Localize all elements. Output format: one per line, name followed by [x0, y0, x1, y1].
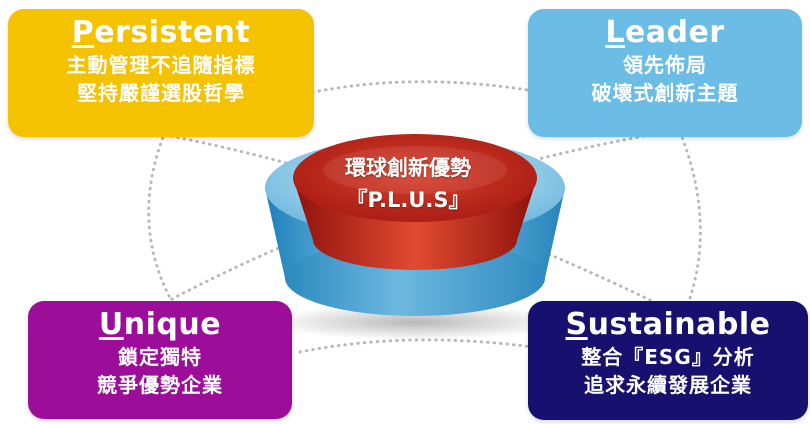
- connector-left: [147, 130, 172, 300]
- leader-title: Leader: [528, 15, 802, 51]
- disc-inner-highlight: [323, 146, 507, 194]
- leader-initial: L: [605, 15, 625, 50]
- leader-box: Leader 領先佈局 破壞式創新主題: [528, 9, 802, 137]
- persistent-initial: P: [71, 15, 95, 50]
- persistent-line-2: 堅持嚴謹選股哲學: [77, 81, 245, 105]
- sustainable-title: Sustainable: [528, 307, 808, 343]
- center-label: 環球創新優勢 『P.L.U.S』: [300, 152, 516, 216]
- leader-line-1: 領先佈局: [623, 53, 707, 77]
- disc-shadow: [265, 304, 565, 340]
- unique-initial: U: [98, 307, 124, 342]
- sustainable-title-rest: ustainable: [587, 307, 771, 342]
- sustainable-line-1: 整合『ESG』分析: [581, 345, 755, 369]
- persistent-title-rest: ersistent: [94, 15, 251, 50]
- leader-title-rest: eader: [624, 15, 725, 50]
- disc-inner-top: [293, 134, 537, 222]
- persistent-title: Persistent: [8, 15, 314, 51]
- connector-top: [298, 80, 542, 97]
- unique-title-rest: nique: [123, 307, 222, 342]
- sustainable-initial: S: [565, 307, 588, 342]
- leader-line-2: 破壞式創新主題: [591, 81, 739, 105]
- connector-right: [678, 130, 702, 300]
- unique-box: Unique 鎖定獨特 競爭優勢企業: [28, 301, 292, 419]
- unique-line-2: 競爭優勢企業: [97, 373, 223, 397]
- center-disc: [265, 134, 565, 340]
- center-subtitle: 『P.L.U.S』: [346, 188, 470, 212]
- connector-bottom: [298, 338, 542, 354]
- unique-title: Unique: [28, 307, 292, 343]
- sustainable-box: Sustainable 整合『ESG』分析 追求永續發展企業: [528, 301, 808, 420]
- unique-line-1: 鎖定獨特: [118, 345, 202, 369]
- center-title: 環球創新優勢: [345, 156, 471, 180]
- sustainable-line-2: 追求永續發展企業: [584, 373, 752, 397]
- persistent-box: Persistent 主動管理不追隨指標 堅持嚴謹選股哲學: [8, 9, 314, 137]
- persistent-line-1: 主動管理不追隨指標: [66, 53, 256, 77]
